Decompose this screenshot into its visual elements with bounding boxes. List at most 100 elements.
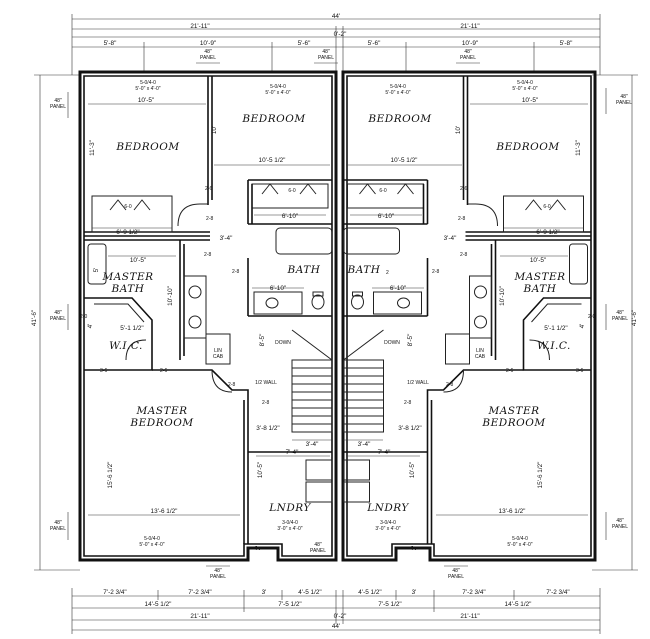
top-dimensions: 44' 21'-11" 0'-2" 21'-11" 5'-8" 10'-9" 5… bbox=[71, 13, 601, 75]
door-3: 2-8 bbox=[232, 269, 239, 275]
door-12: 2-8 bbox=[432, 269, 439, 275]
interior-walls-left: 6-0 6-0 bbox=[84, 76, 333, 544]
dim-b6: 6'-9 1/2" bbox=[536, 229, 559, 236]
closet-door-label-3: 6-0 bbox=[379, 188, 386, 194]
panel-right-2: 48" bbox=[616, 310, 624, 316]
dim-b7: 3'-4" bbox=[444, 235, 457, 242]
panel-right-2b: PANEL bbox=[612, 316, 628, 322]
dim-b12: 6'-10" bbox=[390, 285, 406, 292]
half-wall-left: 1/2 WALL bbox=[255, 380, 277, 386]
closet-door-label-1: 6-0 bbox=[124, 204, 131, 210]
panel-bottom-1b: PANEL bbox=[210, 574, 226, 580]
window-5-a: 5-0/4-0 bbox=[144, 536, 160, 542]
dim-a15: 3'-4" bbox=[306, 441, 319, 448]
dim-a5: 6'-10" bbox=[282, 213, 298, 220]
room-laundry-right: LNDRY bbox=[366, 502, 409, 514]
dim-b2: 11'-3" bbox=[575, 140, 582, 156]
lin-cab-right-2: CAB bbox=[475, 354, 486, 360]
panel-bottom-3: 48" bbox=[452, 568, 460, 574]
closet-door-label-4: 6-0 bbox=[543, 204, 550, 210]
top-seg-2: 10'-9" bbox=[200, 40, 216, 47]
bot-r1-7: 7'-2 3/4" bbox=[462, 589, 485, 596]
stair-down-left: DOWN bbox=[275, 340, 291, 346]
top-half-left: 21'-11" bbox=[190, 23, 209, 30]
room-wic-right: W.I.C. bbox=[537, 340, 571, 352]
dim-a12: 4' bbox=[87, 324, 94, 329]
bot-r1-5: 4'-5 1/2" bbox=[358, 589, 381, 596]
panel-right-3: 48" bbox=[616, 518, 624, 524]
window-5-b: 5'-0" x 4'-0" bbox=[139, 542, 164, 548]
dim-a13: 6'-10" bbox=[270, 285, 286, 292]
top-seg-6: 5'-8" bbox=[560, 40, 573, 47]
door-9: 2-0 bbox=[80, 314, 87, 320]
panel-top-3: 48" bbox=[464, 49, 472, 55]
room-bedroom-4: BEDROOM bbox=[495, 141, 559, 153]
room-labels: BEDROOM BEDROOM BEDROOM BEDROOM MASTER B… bbox=[101, 113, 570, 514]
closet-door-label-2: 6-0 bbox=[288, 188, 295, 194]
window-7-a: 3-0/4-0 bbox=[380, 520, 396, 526]
room-laundry-left: LNDRY bbox=[268, 502, 311, 514]
door-11: 2-8 bbox=[458, 216, 465, 222]
window-2-a: 5-0/4-0 bbox=[270, 84, 286, 90]
bot-r1-3: 3' bbox=[262, 589, 267, 596]
dim-b20: 2' bbox=[411, 546, 418, 551]
dim-b14: 3'-4" bbox=[358, 441, 371, 448]
panel-top-2b: PANEL bbox=[318, 55, 334, 61]
bot-r2-2: 7'-5 1/2" bbox=[278, 601, 301, 608]
panel-bottom-3b: PANEL bbox=[448, 574, 464, 580]
door-10: 2-6 bbox=[460, 186, 467, 192]
dim-a3: 10'-5 1/2" bbox=[259, 157, 286, 164]
overall-height-right: 41'-6" bbox=[631, 310, 638, 326]
door-7: 2-8 bbox=[228, 382, 235, 388]
lin-cab-left-1: LIN bbox=[214, 348, 222, 354]
bot-r3-1: 21'-11" bbox=[190, 613, 209, 620]
room-bedroom-2: BEDROOM bbox=[241, 113, 305, 125]
stair-down-right: DOWN bbox=[384, 340, 400, 346]
room-master-bath-right-2: BATH bbox=[523, 283, 557, 295]
dim-b3: 10'-5 1/2" bbox=[391, 157, 418, 164]
door-13: 2-8 bbox=[460, 252, 467, 258]
dim-b1: 10'-5" bbox=[522, 97, 538, 104]
dim-a1: 10'-5" bbox=[138, 97, 154, 104]
dim-b13: 8'-5" bbox=[407, 334, 414, 347]
dim-a18: 13'-6 1/2" bbox=[151, 508, 178, 515]
room-master-bedroom-right-1: MASTER bbox=[487, 405, 539, 417]
bot-r1-2: 7'-2 3/4" bbox=[188, 589, 211, 596]
panel-left-3b: PANEL bbox=[50, 526, 66, 532]
bot-r2-1: 14'-5 1/2" bbox=[145, 601, 172, 608]
panel-bottom-1: 48" bbox=[214, 568, 222, 574]
bottom-panels: 48" PANEL 48" PANEL 48" PANEL bbox=[206, 542, 468, 580]
dim-a14: 8'-5" bbox=[259, 334, 266, 347]
dim-b15: 3'-8 1/2" bbox=[398, 425, 421, 432]
half-wall-right: 1/2 WALL bbox=[407, 380, 429, 386]
overall-width-top: 44' bbox=[332, 13, 340, 20]
room-master-bath-right-1: MASTER bbox=[513, 271, 565, 283]
dim-a19: 10'-5" bbox=[257, 462, 264, 478]
dim-a10: 10'-10" bbox=[167, 286, 174, 306]
panel-left-1: 48" bbox=[54, 98, 62, 104]
top-seg-1: 5'-8" bbox=[104, 40, 117, 47]
room-master-bedroom-left-1: MASTER bbox=[135, 405, 187, 417]
room-bath-right: BATH bbox=[347, 264, 381, 276]
door-14: 3-6 bbox=[576, 368, 583, 374]
room-bedroom-1: BEDROOM bbox=[115, 141, 179, 153]
overall-height-left: 41'-6" bbox=[31, 310, 38, 326]
dim-a2: 11'-3" bbox=[89, 140, 96, 156]
window-1-a: 5-0/4-0 bbox=[140, 80, 156, 86]
dim-a17: 15'-6 1/2" bbox=[107, 462, 114, 489]
bot-r3-3: 21'-11" bbox=[460, 613, 479, 620]
window-6-a: 3-0/4-0 bbox=[282, 520, 298, 526]
bot-r1-8: 7'-2 3/4" bbox=[546, 589, 569, 596]
panel-top-1b: PANEL bbox=[200, 55, 216, 61]
room-master-bath-left-2: BATH bbox=[111, 283, 145, 295]
dim-a11: 5'-1 1/2" bbox=[120, 325, 143, 332]
room-wic-left: W.I.C. bbox=[109, 340, 143, 352]
bot-r2-4: 14'-5 1/2" bbox=[505, 601, 532, 608]
overall-width-bottom: 44' bbox=[332, 623, 340, 630]
room-bedroom-3: BEDROOM bbox=[367, 113, 431, 125]
panel-left-1b: PANEL bbox=[50, 104, 66, 110]
dim-b16: 15'-6 1/2" bbox=[537, 462, 544, 489]
panel-right-3b: PANEL bbox=[612, 524, 628, 530]
door-18: 2-0 bbox=[588, 314, 595, 320]
